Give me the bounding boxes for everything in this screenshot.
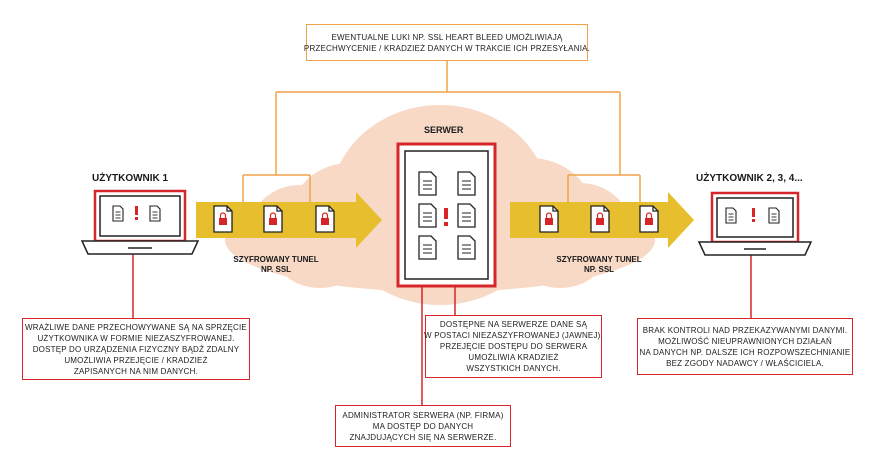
- user1-laptop-icon: [80, 189, 200, 255]
- server-data-risk-line5: WSZYSTKICH DANYCH.: [466, 364, 561, 373]
- user-device-risk-line2: UŻYTKOWNIKA W FORMIE NIEZASZYFROWANEJ.: [37, 333, 235, 343]
- user-device-risk-line4: UMOŻLIWIA PRZEJĘCIE / KRADZIEŻ: [64, 355, 208, 365]
- tunnel-right-label-line2: NP. SSL: [583, 265, 615, 274]
- recipient-control-risk-line2: MOŻLIWOŚĆ NIEUPRAWNIONYCH DZIAŁAŃ: [658, 336, 832, 346]
- orange-connector-lines: [242, 61, 641, 205]
- user-device-risk-line1: WRAŻLIWE DANE PRZECHOWYWANE SĄ NA SPRZĘC…: [25, 322, 247, 332]
- user-device-risk-line5: ZAPISANYCH NA NIM DANYCH.: [73, 366, 199, 376]
- server-data-risk-line2: W POSTACI NIEZASZYFROWANEJ (JAWNEJ).: [424, 331, 603, 340]
- ssl-vulnerability-line2: PRZECHWYCENIE / KRADZIEŻ DANYCH W TRAKCI…: [303, 43, 591, 53]
- server-document-icons: [418, 171, 476, 260]
- server-data-risk-callout: DOSTĘPNE NA SERWERZE DANE SĄ W POSTACI N…: [424, 315, 603, 378]
- red-connector-lines: [132, 253, 752, 405]
- tunnel-left-label-line1: SZYFROWANY TUNEL: [233, 255, 319, 264]
- server-data-risk-line3: PRZEJĘCIE DOSTĘPU DO SERWERA: [439, 342, 588, 351]
- server-admin-access-line1: ADMINISTRATOR SERWERA (NP. FIRMA): [342, 410, 504, 420]
- server-label: SERWER: [424, 125, 464, 135]
- recipient-control-risk-line4: BEZ ZGODY NADAWCY / WŁAŚCICIELA.: [666, 358, 824, 368]
- encrypted-tunnel-arrow-left: [196, 192, 382, 248]
- recipient-control-risk-callout: BRAK KONTROLI NAD PRZEKAZYWANYMI DANYMI.…: [637, 318, 853, 375]
- server-data-risk-line1: DOSTĘPNE NA SERWERZE DANE SĄ: [439, 320, 588, 329]
- recipient-control-risk-line1: BRAK KONTROLI NAD PRZEKAZYWANYMI DANYMI.: [642, 325, 848, 335]
- server-icon: [396, 142, 497, 288]
- users-other-label: UŻYTKOWNIK 2, 3, 4...: [696, 173, 803, 184]
- server-warning-icon: [444, 208, 448, 219]
- user1-label: UŻYTKOWNIK 1: [92, 173, 169, 184]
- user-device-risk-line3: DOSTĘP DO URZĄDZENIA FIZYCZNY BĄDŹ ZDALN…: [32, 344, 240, 354]
- tunnel-left-label-line2: NP. SSL: [260, 265, 292, 274]
- tunnel-left-label: SZYFROWANY TUNEL NP. SSL: [226, 255, 326, 275]
- server-admin-access-line3: ZNAJDUJĄCYCH SIĘ NA SERWERZE.: [349, 432, 497, 442]
- users-other-laptop-icon: [697, 191, 813, 256]
- ssl-vulnerability-line1: EWENTUALNE LUKI NP. SSL HEART BLEED UMOŻ…: [331, 32, 563, 42]
- server-data-risk-line4: UMOŻLIWIA KRADZIEŻ: [468, 353, 559, 362]
- ssl-vulnerability-callout: EWENTUALNE LUKI NP. SSL HEART BLEED UMOŻ…: [303, 24, 591, 61]
- server-admin-access-callout: ADMINISTRATOR SERWERA (NP. FIRMA) MA DOS…: [335, 405, 511, 447]
- encrypted-document-icons-right: [539, 205, 659, 233]
- encrypted-document-icons-left: [213, 205, 335, 233]
- user-device-risk-callout: WRAŻLIWE DANE PRZECHOWYWANE SĄ NA SPRZĘC…: [22, 318, 250, 380]
- tunnel-right-label-line1: SZYFROWANY TUNEL: [556, 255, 642, 264]
- recipient-control-risk-line3: NA DANYCH NP. DALSZE ICH ROZPOWSZECHNIAN…: [639, 347, 851, 357]
- tunnel-right-label: SZYFROWANY TUNEL NP. SSL: [549, 255, 649, 275]
- server-admin-access-line2: MA DOSTĘP DO DANYCH: [372, 421, 474, 431]
